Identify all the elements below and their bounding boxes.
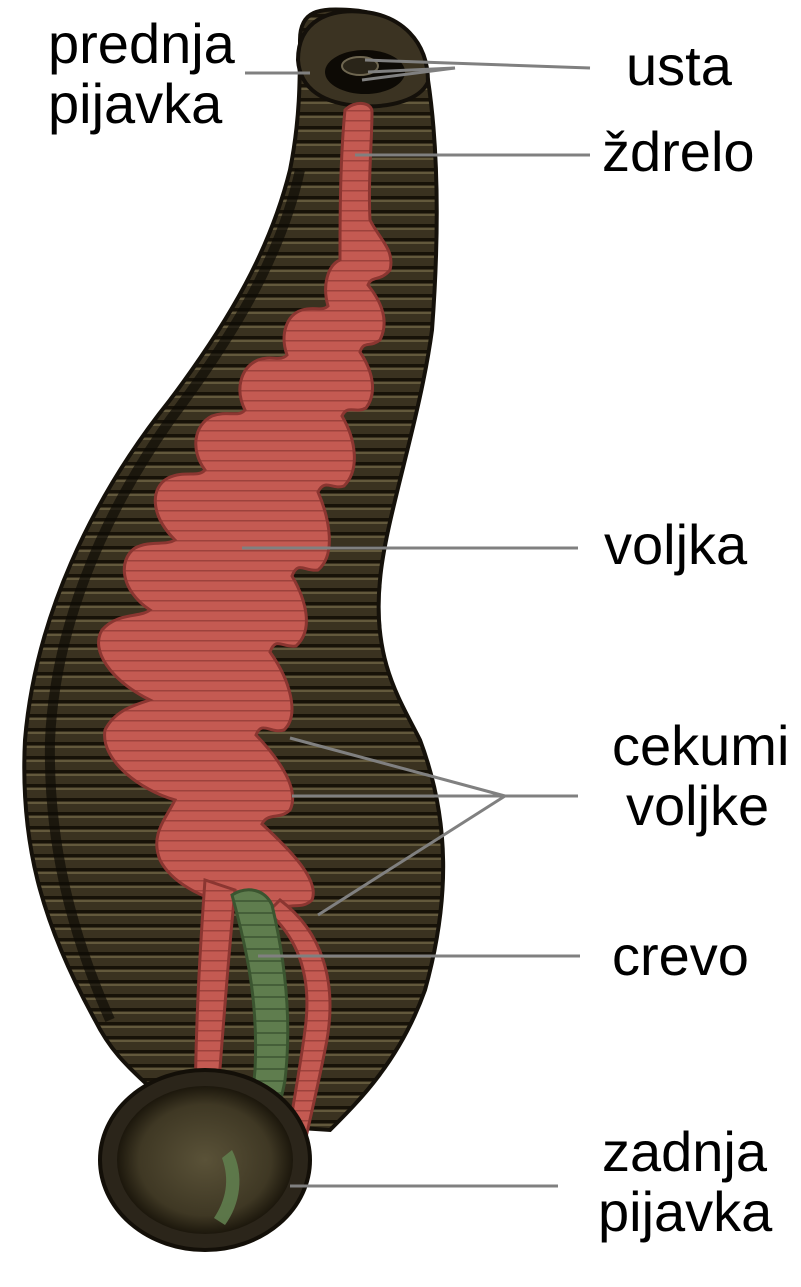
- label-zdrelo: ždrelo: [602, 122, 755, 182]
- label-usta: usta: [626, 36, 732, 96]
- posterior-sucker: [100, 1070, 310, 1250]
- label-cekumi-voljke: cekumi voljke: [612, 716, 789, 836]
- label-prednja-pijavka: prednja pijavka: [48, 14, 235, 134]
- label-voljka: voljka: [604, 515, 747, 575]
- label-crevo: crevo: [612, 926, 749, 986]
- label-zadnja-pijavka: zadnja pijavka: [598, 1122, 772, 1242]
